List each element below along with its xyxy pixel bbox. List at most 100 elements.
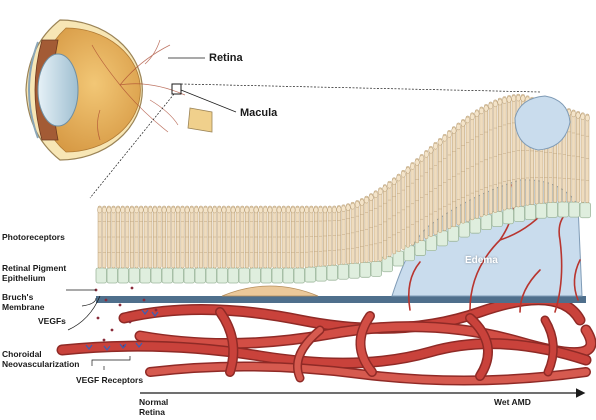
rpe-cell <box>557 201 569 218</box>
photoreceptor-cell <box>460 119 466 224</box>
photoreceptor-cell <box>511 94 517 209</box>
rpe-cell <box>326 264 338 281</box>
photoreceptor-cell <box>497 97 503 212</box>
rpe-cell <box>579 202 591 219</box>
cnv-label-line-2: Neovascularization <box>2 358 80 369</box>
rpe-cell <box>183 267 195 284</box>
bruchs-label: Bruch's Membrane <box>2 292 45 313</box>
choroid-vessels <box>56 294 596 386</box>
choroidal-neovascularization-label: Choroidal Neovascularization <box>2 349 80 370</box>
photoreceptor-cell <box>479 106 484 218</box>
axis-start-line-1: Normal <box>139 397 169 407</box>
photoreceptor-cell <box>267 205 273 269</box>
macula-label: Macula <box>240 107 278 119</box>
rpe-layer <box>95 201 591 284</box>
rpe-cell <box>227 267 239 284</box>
photoreceptor-cell <box>124 205 130 269</box>
photoreceptor-cell <box>313 205 319 268</box>
photoreceptor-cell <box>506 95 512 210</box>
photoreceptor-cell <box>129 205 135 269</box>
photoreceptor-cell <box>483 104 489 216</box>
photoreceptor-cell <box>423 150 429 239</box>
cnv-label-line-1: Choroidal <box>2 349 42 359</box>
rpe-cell <box>381 256 393 273</box>
photoreceptor-cell <box>437 137 443 233</box>
photoreceptor-cell <box>290 205 296 269</box>
rpe-cell <box>293 267 305 284</box>
photoreceptor-cell <box>262 205 268 269</box>
edema-label: Edema <box>465 255 498 266</box>
photoreceptor-cell <box>410 162 415 246</box>
vegfs-label: VEGFs <box>38 316 66 326</box>
photoreceptor-cell <box>433 141 438 235</box>
photoreceptor-cell <box>308 205 314 268</box>
photoreceptor-cell <box>239 205 245 269</box>
rpe-cell <box>282 267 294 284</box>
rpe-cell <box>403 245 415 262</box>
photoreceptor-cell <box>258 205 264 269</box>
photoreceptor-cell <box>216 205 222 269</box>
bruchs-label-line-2: Membrane <box>2 301 45 312</box>
photoreceptor-cell <box>341 204 346 265</box>
rpe-cell <box>238 267 250 284</box>
photoreceptor-cell <box>584 113 590 203</box>
photoreceptor-cell <box>295 205 300 269</box>
photoreceptor-cell <box>350 201 356 264</box>
photoreceptor-cell <box>368 193 374 263</box>
photoreceptor-cell <box>469 112 475 221</box>
photoreceptor-cell <box>304 205 310 268</box>
photoreceptor-cell <box>566 108 572 203</box>
photoreceptor-cell <box>184 205 190 269</box>
photoreceptor-cell <box>419 154 425 242</box>
photoreceptor-cell <box>101 205 107 269</box>
photoreceptor-cell <box>221 205 227 269</box>
rpe-cell <box>458 221 470 238</box>
photoreceptor-cell <box>198 205 204 269</box>
axis-start-line-2: Retina <box>139 406 165 417</box>
rpe-cell <box>216 267 228 284</box>
eye-illustration <box>25 19 213 161</box>
photoreceptor-cell <box>428 146 434 237</box>
photoreceptor-cell <box>115 205 121 269</box>
photoreceptor-cell <box>226 205 231 269</box>
photoreceptor-cell <box>193 205 199 269</box>
photoreceptor-cell <box>345 203 351 265</box>
rpe-cell <box>348 262 360 279</box>
rpe-cell <box>249 267 261 284</box>
photoreceptor-cell <box>157 205 162 269</box>
rpe-cell <box>524 204 536 221</box>
vegf-receptors-label: VEGF Receptors <box>76 375 144 385</box>
photoreceptor-cell <box>474 109 480 219</box>
photoreceptor-cell <box>391 177 397 255</box>
rpe-cell <box>469 217 481 234</box>
photoreceptor-cell <box>327 205 333 266</box>
photoreceptor-cell <box>405 166 411 248</box>
photoreceptor-cell <box>446 130 452 229</box>
retina-label: Retina <box>209 52 243 64</box>
photoreceptor-cell <box>272 205 277 269</box>
photoreceptor-cell <box>134 205 139 269</box>
photoreceptor-cell <box>414 158 420 244</box>
vegf-receptor-marks <box>85 309 159 351</box>
photoreceptor-cell <box>207 205 213 269</box>
photoreceptor-cell <box>502 96 507 211</box>
photoreceptor-cell <box>244 205 250 269</box>
rpe-cell <box>315 265 327 282</box>
photoreceptor-cell <box>235 205 241 269</box>
photoreceptor-cell <box>400 170 406 250</box>
photoreceptor-cell <box>285 205 291 269</box>
photoreceptor-cell <box>143 205 149 269</box>
rpe-label: Retinal Pigment Epithelium <box>2 263 66 284</box>
photoreceptor-cell <box>322 205 328 267</box>
rpe-cell <box>546 201 558 218</box>
rpe-cell <box>513 206 525 222</box>
photoreceptor-cell <box>249 205 254 269</box>
photoreceptor-cell <box>175 205 181 269</box>
photoreceptor-cell <box>299 205 305 269</box>
rpe-cell <box>337 263 349 280</box>
photoreceptor-cell <box>377 187 383 262</box>
pointer-lines <box>89 57 541 199</box>
rpe-cell <box>194 267 206 284</box>
